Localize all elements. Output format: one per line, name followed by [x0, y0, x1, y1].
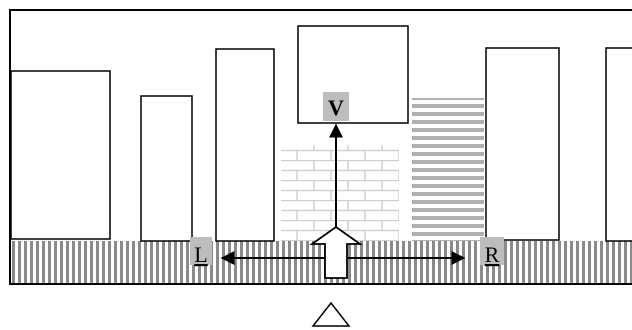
- striped-texture-area: [412, 98, 484, 241]
- label-l-highlight: [190, 237, 212, 265]
- up-arrow-outline-icon: [309, 225, 363, 279]
- ground-strip: [11, 241, 632, 283]
- label-l: L: [194, 242, 207, 267]
- label-r: R: [485, 242, 500, 267]
- brick-texture-area: [281, 145, 399, 241]
- building-2: [140, 95, 193, 242]
- building-4: [485, 47, 560, 241]
- frame-outline: [9, 9, 632, 285]
- building-elevated: [297, 25, 409, 124]
- building-3: [215, 48, 275, 242]
- label-r-highlight: [480, 237, 504, 265]
- label-v: V: [328, 95, 344, 120]
- label-v-highlight: [323, 92, 349, 121]
- triangle-outline-icon: [311, 301, 351, 327]
- building-5: [605, 47, 632, 242]
- building-1: [10, 70, 111, 240]
